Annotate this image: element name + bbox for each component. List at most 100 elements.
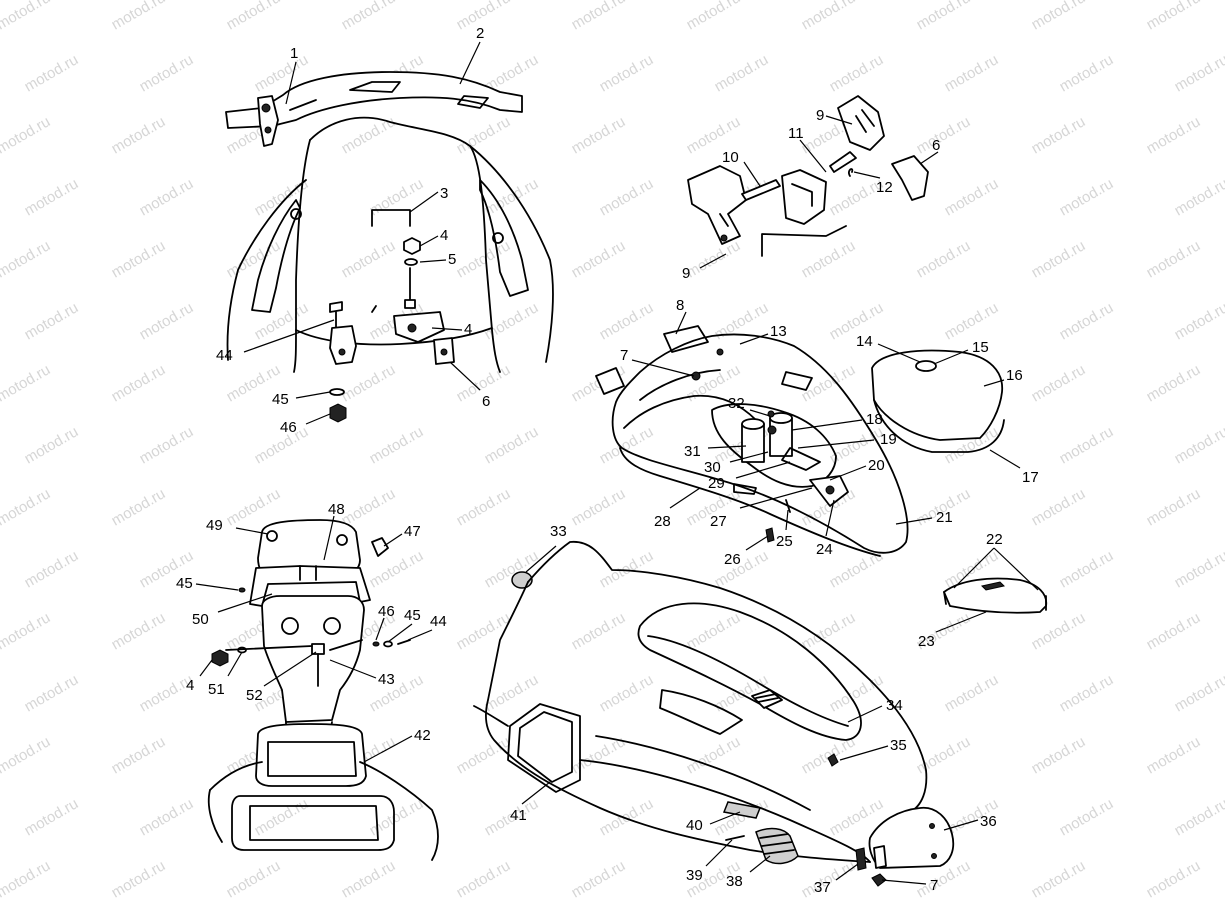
callout-46b: 46	[378, 603, 395, 620]
watermark-text: motod.ru	[712, 547, 772, 591]
watermark-text: motod.ru	[1029, 361, 1089, 405]
callout-36: 36	[980, 813, 997, 830]
watermark-text: motod.ru	[109, 485, 169, 529]
watermark-text: motod.ru	[1172, 51, 1225, 95]
callout-35: 35	[890, 737, 907, 754]
watermark-text: motod.ru	[454, 857, 514, 901]
callout-11: 11	[788, 125, 804, 142]
callout-28: 28	[654, 513, 671, 530]
callout-27: 27	[710, 513, 727, 530]
watermark-text: motod.ru	[0, 485, 53, 529]
callout-29: 29	[708, 475, 725, 492]
watermark-text: motod.ru	[569, 0, 629, 33]
watermark-text: motod.ru	[22, 547, 82, 591]
watermark-text: motod.ru	[109, 113, 169, 157]
watermark-text: motod.ru	[827, 51, 887, 95]
watermark-text: motod.ru	[799, 609, 859, 653]
watermark-text: motod.ru	[1029, 237, 1089, 281]
watermark-text: motod.ru	[684, 609, 744, 653]
watermark-text: motod.ru	[597, 175, 657, 219]
watermark-text: motod.ru	[1057, 51, 1117, 95]
callout-46: 46	[280, 419, 297, 436]
callout-9: 9	[816, 107, 824, 124]
watermark-text: motod.ru	[0, 237, 53, 281]
watermark-text: motod.ru	[0, 733, 53, 777]
watermark-text: motod.ru	[482, 423, 542, 467]
callout-9b: 9	[682, 265, 690, 282]
watermark-text: motod.ru	[684, 237, 744, 281]
watermark-text: motod.ru	[0, 113, 53, 157]
watermark-text: motod.ru	[22, 423, 82, 467]
callout-15: 15	[972, 339, 989, 356]
callout-48: 48	[328, 501, 345, 518]
watermark-text: motod.ru	[252, 299, 312, 343]
watermark-text: motod.ru	[1144, 237, 1204, 281]
watermark-text: motod.ru	[1172, 671, 1225, 715]
callout-2: 2	[476, 25, 484, 42]
watermark-text: motod.ru	[1057, 423, 1117, 467]
watermark-text: motod.ru	[339, 237, 399, 281]
watermark-text: motod.ru	[1057, 299, 1117, 343]
leader-lines	[195, 41, 1039, 885]
watermark-text: motod.ru	[0, 361, 53, 405]
watermark-text: motod.ru	[914, 237, 974, 281]
callout-50: 50	[192, 611, 209, 628]
watermark-text: motod.ru	[1029, 0, 1089, 33]
front-hood-assembly	[473, 541, 955, 887]
watermark-text: motod.ru	[1172, 299, 1225, 343]
watermark-text: motod.ru	[367, 547, 427, 591]
watermark-text: motod.ru	[942, 299, 1002, 343]
callout-26: 26	[724, 551, 741, 568]
watermark-text: motod.ru	[1172, 175, 1225, 219]
watermark-text: motod.ru	[339, 857, 399, 901]
watermark-text: motod.ru	[137, 299, 197, 343]
watermark-text: motod.ru	[1029, 485, 1089, 529]
watermark-text: motod.ru	[22, 795, 82, 839]
watermark-text: motod.ru	[942, 671, 1002, 715]
callout-17: 17	[1022, 469, 1039, 486]
callout-19: 19	[880, 431, 897, 448]
watermark-text: motod.ru	[597, 423, 657, 467]
watermark-text: motod.ru	[597, 671, 657, 715]
watermark-text: motod.ru	[137, 175, 197, 219]
callout-labels: 1 2 3 4 5 4 44 45 46 6 10 11 9 6 12 9 8 …	[176, 25, 1039, 896]
watermark-text: motod.ru	[569, 609, 629, 653]
callout-34: 34	[886, 697, 903, 714]
watermark-text: motod.ru	[1057, 547, 1117, 591]
watermark-text: motod.ru	[109, 361, 169, 405]
callout-37: 37	[814, 879, 831, 896]
callout-30: 30	[704, 459, 721, 476]
callout-44b: 44	[430, 613, 447, 630]
callout-45b: 45	[176, 575, 193, 592]
watermark-text: motod.ru	[22, 51, 82, 95]
watermark-text: motod.ru	[109, 733, 169, 777]
watermark-text: motod.ru	[0, 609, 53, 653]
watermark-text: motod.ru	[454, 485, 514, 529]
watermark-text: motod.ru	[22, 299, 82, 343]
watermark-text: motod.ru	[1144, 733, 1204, 777]
watermark-text: motod.ru	[597, 51, 657, 95]
callout-14: 14	[856, 333, 873, 350]
watermark-text: motod.ru	[914, 113, 974, 157]
watermark-text: motod.ru	[1057, 795, 1117, 839]
watermark-text: motod.ru	[454, 113, 514, 157]
watermark-text: motod.ru	[1029, 733, 1089, 777]
watermark-text: motod.ru	[942, 51, 1002, 95]
watermark-text: motod.ru	[1144, 857, 1204, 901]
watermark-text: motod.ru	[569, 113, 629, 157]
callout-13: 13	[770, 323, 787, 340]
watermark-text: motod.ru	[1172, 423, 1225, 467]
callout-38: 38	[726, 873, 743, 890]
watermark-text: motod.ru	[569, 485, 629, 529]
watermark-text: motod.ru	[109, 609, 169, 653]
watermark-text: motod.ru	[367, 423, 427, 467]
watermark-text: motod.ru	[482, 175, 542, 219]
watermark-text: motod.ru	[1029, 609, 1089, 653]
watermark-text: motod.ru	[482, 547, 542, 591]
watermark-text: motod.ru	[339, 485, 399, 529]
watermark-text: motod.ru	[569, 857, 629, 901]
callout-40: 40	[686, 817, 703, 834]
callout-43: 43	[378, 671, 395, 688]
hood-latch-assembly	[687, 95, 929, 257]
